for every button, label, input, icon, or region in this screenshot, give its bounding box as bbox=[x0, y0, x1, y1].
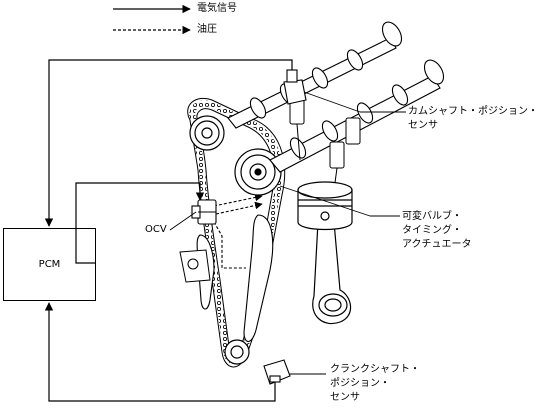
crank-sensor-label-2: ポジション・ bbox=[330, 378, 390, 389]
valve-spring-3 bbox=[345, 117, 361, 145]
vvt-sprocket bbox=[234, 148, 282, 196]
crank-sprocket bbox=[224, 339, 250, 365]
piston-crown bbox=[297, 181, 353, 199]
camshaft-sensor-label-2: センサ bbox=[408, 120, 438, 131]
vvt-actuator-label-2: タイミング・ bbox=[402, 225, 462, 236]
crank-signal-wire bbox=[44, 302, 276, 402]
leader-lines bbox=[169, 91, 406, 375]
crank-sensor-label-3: センサ bbox=[330, 392, 360, 403]
crank-sensor-label-1: クランクシャフト・ bbox=[330, 364, 420, 375]
oil-lines bbox=[213, 193, 263, 269]
oil-line-2 bbox=[215, 201, 263, 215]
legend-electric-label: 電気信号 bbox=[197, 3, 237, 14]
oil-line-1 bbox=[213, 193, 263, 207]
camshaft-sensor-label-1: カムシャフト・ポジション・ bbox=[408, 106, 538, 117]
valve-spring-2 bbox=[329, 141, 345, 169]
leader-ocv bbox=[169, 211, 197, 231]
tensioner-guide bbox=[243, 214, 274, 343]
legend-oil-label: 油圧 bbox=[197, 24, 217, 35]
oil-pump bbox=[179, 249, 211, 283]
exhaust-cam-sprocket bbox=[189, 115, 225, 151]
vvt-actuator-label-3: アクチュエータ bbox=[402, 239, 472, 250]
ocv-label: OCV bbox=[145, 224, 167, 235]
sprockets bbox=[189, 115, 282, 365]
pcm-box: PCM bbox=[3, 228, 96, 301]
crankshaft-position-sensor bbox=[263, 359, 291, 385]
pcm-label: PCM bbox=[38, 259, 61, 270]
camshaft-signal-wire bbox=[44, 59, 293, 227]
piston-assembly bbox=[297, 181, 353, 325]
camshaft-position-sensor bbox=[283, 69, 307, 105]
oil-drain-line bbox=[213, 221, 246, 269]
legend bbox=[113, 4, 191, 35]
vvt-actuator-label-1: 可変バルブ・ bbox=[402, 211, 462, 222]
